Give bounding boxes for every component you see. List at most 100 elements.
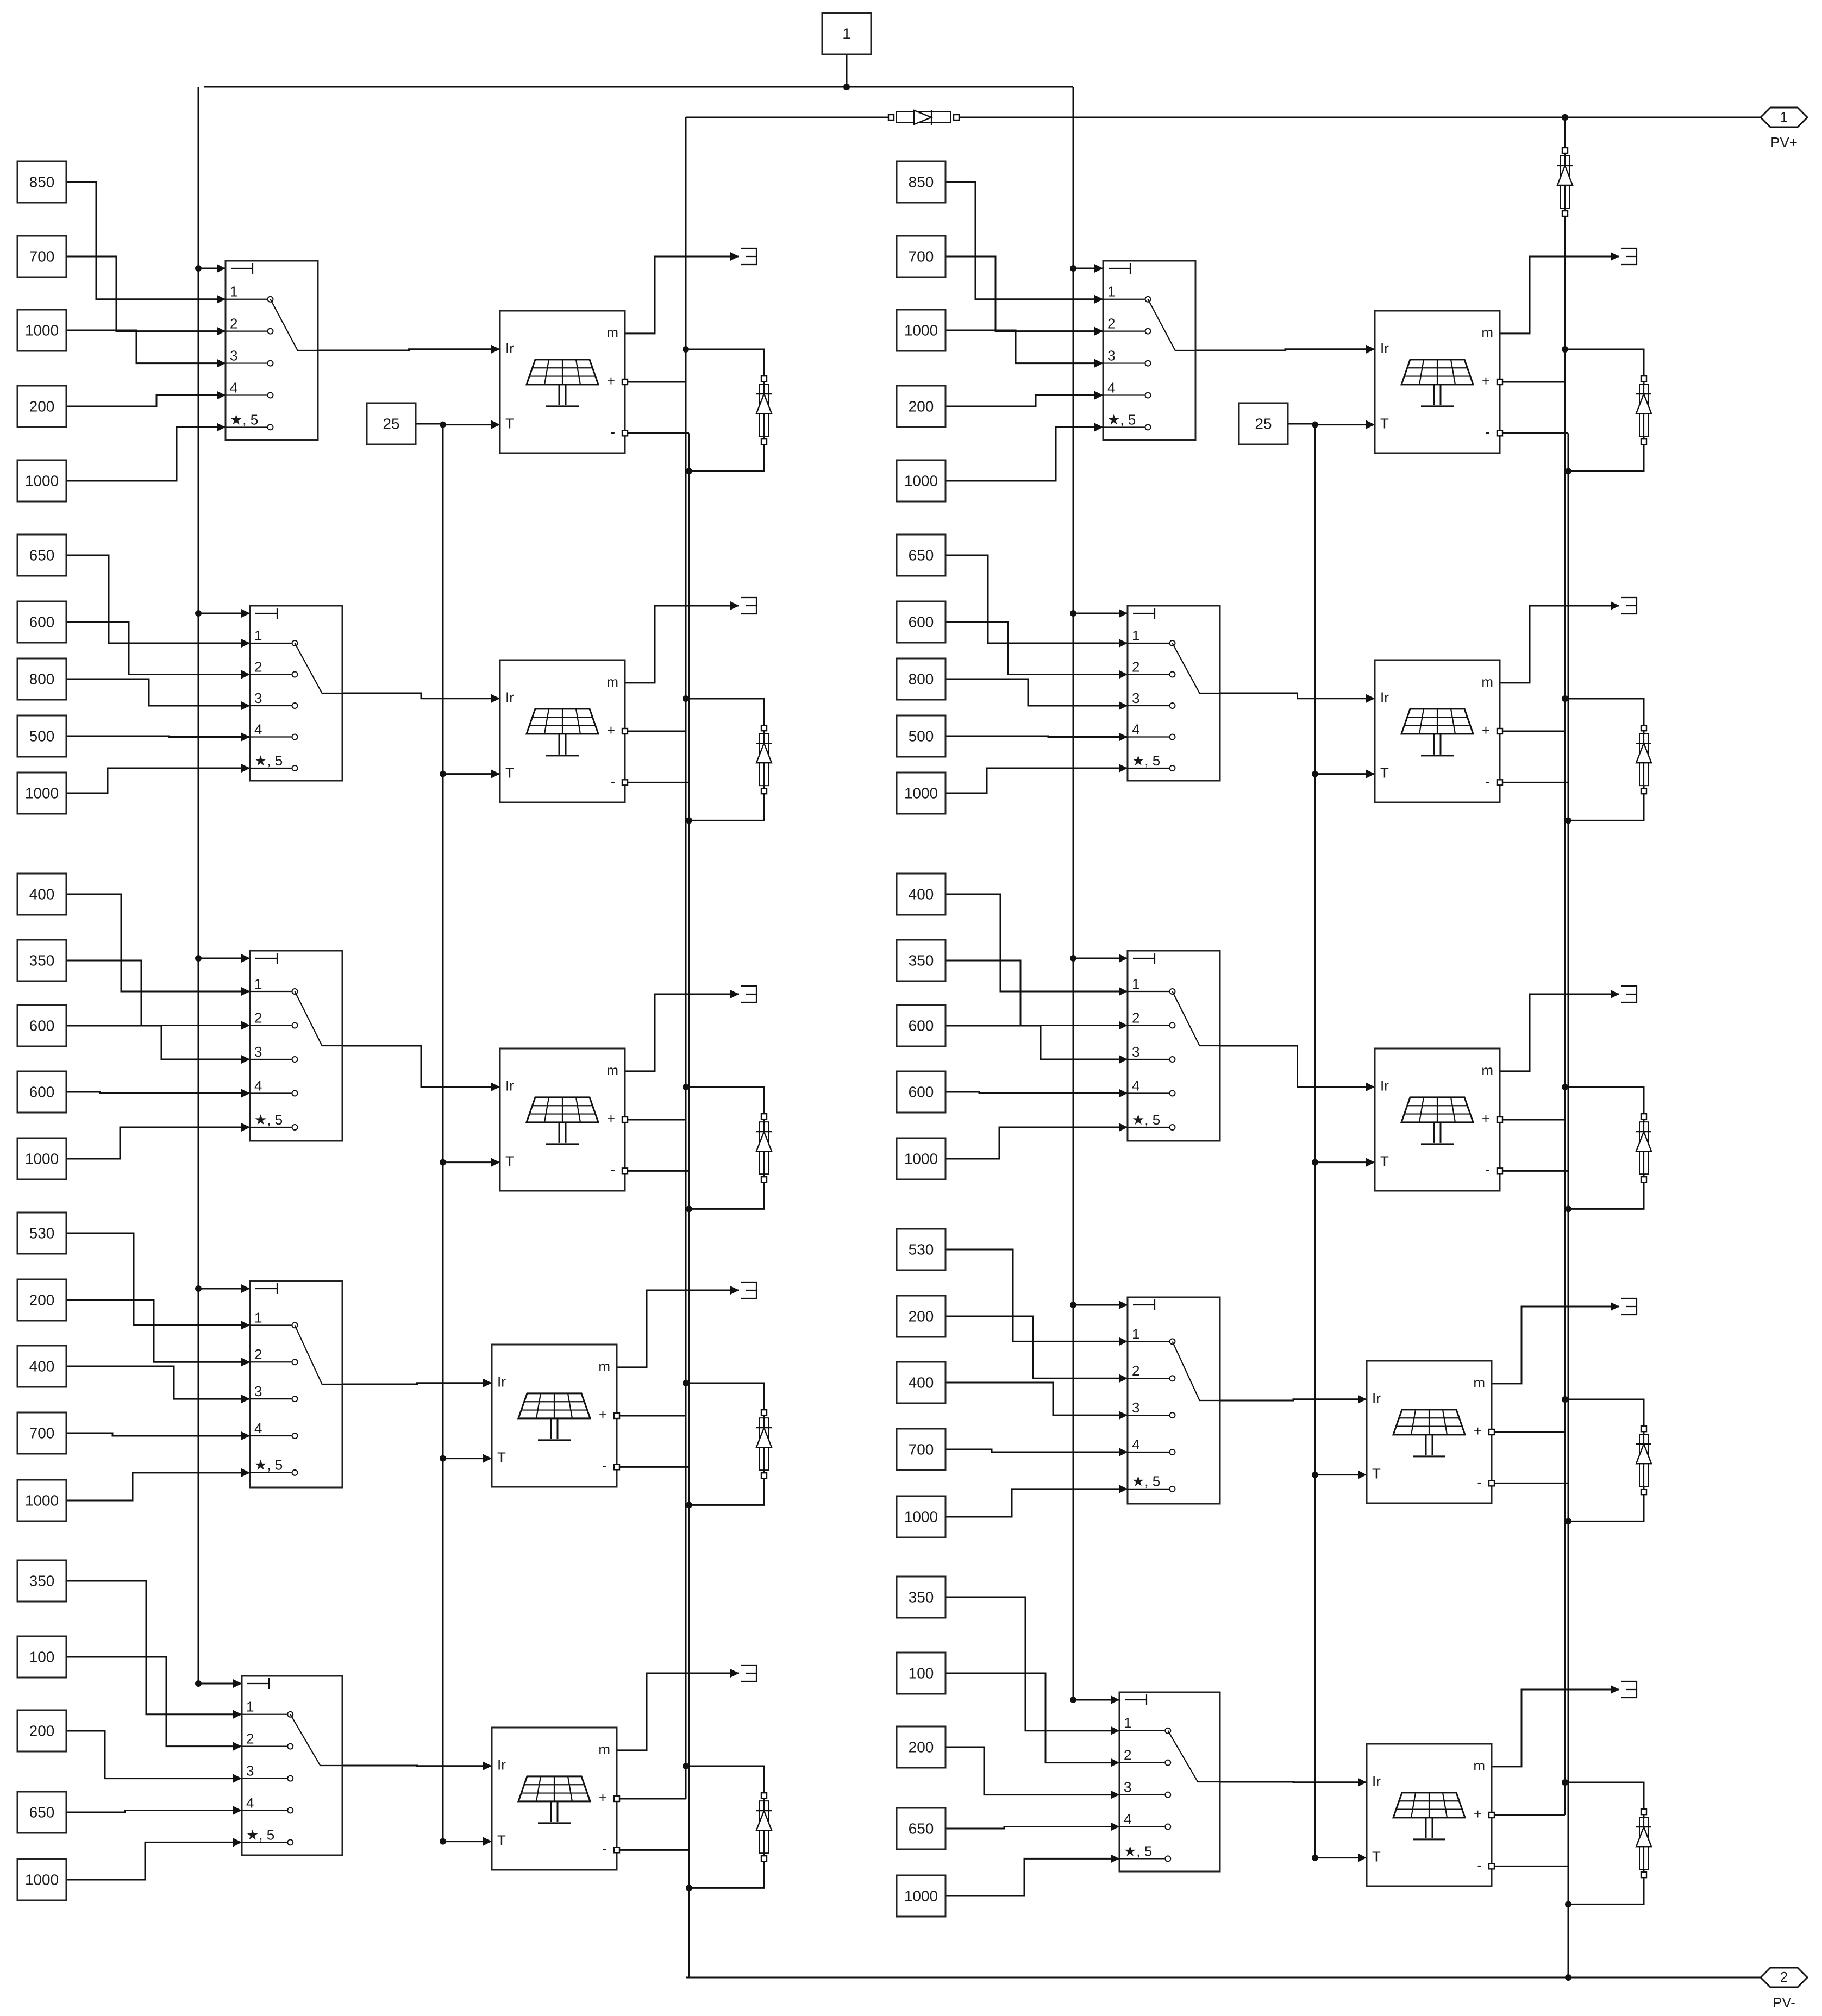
port-minus-label: -	[602, 1841, 607, 1857]
switch-contact	[291, 1469, 298, 1476]
top-constant-block[interactable]: 1	[821, 12, 872, 55]
switch-port-label: 4	[230, 379, 237, 395]
switch-contact	[267, 392, 274, 399]
constant-850[interactable]: 850	[896, 160, 947, 204]
panel-stand	[1413, 1434, 1445, 1458]
pv_plus-outport[interactable]: 1PV+	[1759, 106, 1809, 150]
constant-600[interactable]: 600	[896, 1070, 947, 1114]
arrow-head	[1366, 1158, 1375, 1167]
switch-port-label: ★, 5	[230, 411, 258, 428]
port-t-label: T	[1372, 1465, 1381, 1481]
constant-350[interactable]: 350	[16, 1559, 67, 1603]
constant-1000[interactable]: 1000	[896, 771, 947, 815]
constant-400[interactable]: 400	[16, 872, 67, 916]
constant-650[interactable]: 650	[896, 1807, 947, 1850]
constant-530[interactable]: 530	[896, 1228, 947, 1271]
pv_minus-outport[interactable]: 2PV-	[1759, 1967, 1809, 2011]
constant-1000[interactable]: 1000	[16, 1479, 67, 1522]
constant-500[interactable]: 500	[16, 714, 67, 758]
constant-500[interactable]: 500	[896, 714, 947, 758]
constant-350[interactable]: 350	[896, 939, 947, 982]
temperature-constant-block[interactable]: 25	[1238, 402, 1289, 445]
constant-350[interactable]: 350	[896, 1575, 947, 1619]
switch-contact	[1144, 360, 1151, 367]
constant-850[interactable]: 850	[16, 160, 67, 204]
constant-100[interactable]: 100	[16, 1635, 67, 1679]
constant-600[interactable]: 600	[16, 600, 67, 644]
constant-box	[16, 1345, 67, 1388]
constant-value: 700	[29, 248, 55, 265]
temperature-constant-block[interactable]: 25	[366, 402, 417, 445]
constant-600[interactable]: 600	[896, 600, 947, 644]
constant-650[interactable]: 650	[16, 533, 67, 577]
constant-200[interactable]: 200	[896, 1725, 947, 1769]
constant-600[interactable]: 600	[16, 1004, 67, 1047]
constant-100[interactable]: 100	[896, 1651, 947, 1695]
port-plus-label: +	[1474, 1806, 1482, 1822]
port-ir-label: Ir	[505, 340, 514, 356]
constant-530[interactable]: 530	[16, 1211, 67, 1255]
switch-port-label: 3	[1132, 1399, 1139, 1416]
constant-1000[interactable]: 1000	[896, 459, 947, 503]
constant-1000[interactable]: 1000	[16, 1137, 67, 1180]
constant-1000[interactable]: 1000	[896, 309, 947, 352]
constant-1000[interactable]: 1000	[896, 1874, 947, 1918]
constant-800[interactable]: 800	[16, 657, 67, 701]
constant-600[interactable]: 600	[896, 1004, 947, 1047]
terminator-shape	[741, 247, 757, 266]
arrow-head	[1611, 1685, 1619, 1694]
constant-400[interactable]: 400	[896, 872, 947, 916]
constant-1000[interactable]: 1000	[16, 309, 67, 352]
port-plus-label: +	[1482, 373, 1490, 389]
constant-600[interactable]: 600	[16, 1070, 67, 1114]
constant-200[interactable]: 200	[16, 1278, 67, 1322]
constant-box	[16, 939, 67, 982]
constant-200[interactable]: 200	[896, 385, 947, 428]
arrow-head	[217, 326, 226, 336]
constant-1000[interactable]: 1000	[896, 1495, 947, 1538]
constant-400[interactable]: 400	[896, 1361, 947, 1404]
constant-650[interactable]: 650	[16, 1791, 67, 1834]
constant-400[interactable]: 400	[16, 1345, 67, 1388]
constant-1000[interactable]: 1000	[16, 771, 67, 815]
constant-650[interactable]: 650	[896, 533, 947, 577]
constant-1000[interactable]: 1000	[896, 1137, 947, 1180]
constant-700[interactable]: 700	[896, 235, 947, 278]
switch-port-label: 4	[246, 1794, 254, 1811]
port-ir-label: Ir	[497, 1374, 506, 1390]
constant-700[interactable]: 700	[896, 1428, 947, 1471]
constant-1000[interactable]: 1000	[16, 1858, 67, 1901]
constant-700[interactable]: 700	[16, 1411, 67, 1455]
constant-200[interactable]: 200	[16, 385, 67, 428]
arrow-head	[1119, 987, 1128, 996]
constant-350[interactable]: 350	[16, 939, 67, 982]
arrow-head	[1366, 769, 1375, 778]
constant-1000[interactable]: 1000	[16, 459, 67, 503]
constant-200[interactable]: 200	[16, 1709, 67, 1753]
arrow-head	[1358, 1470, 1367, 1479]
switch-contact	[1164, 1791, 1172, 1798]
constant-700[interactable]: 700	[16, 235, 67, 278]
constant-800[interactable]: 800	[896, 657, 947, 701]
constant-200[interactable]: 200	[896, 1295, 947, 1338]
